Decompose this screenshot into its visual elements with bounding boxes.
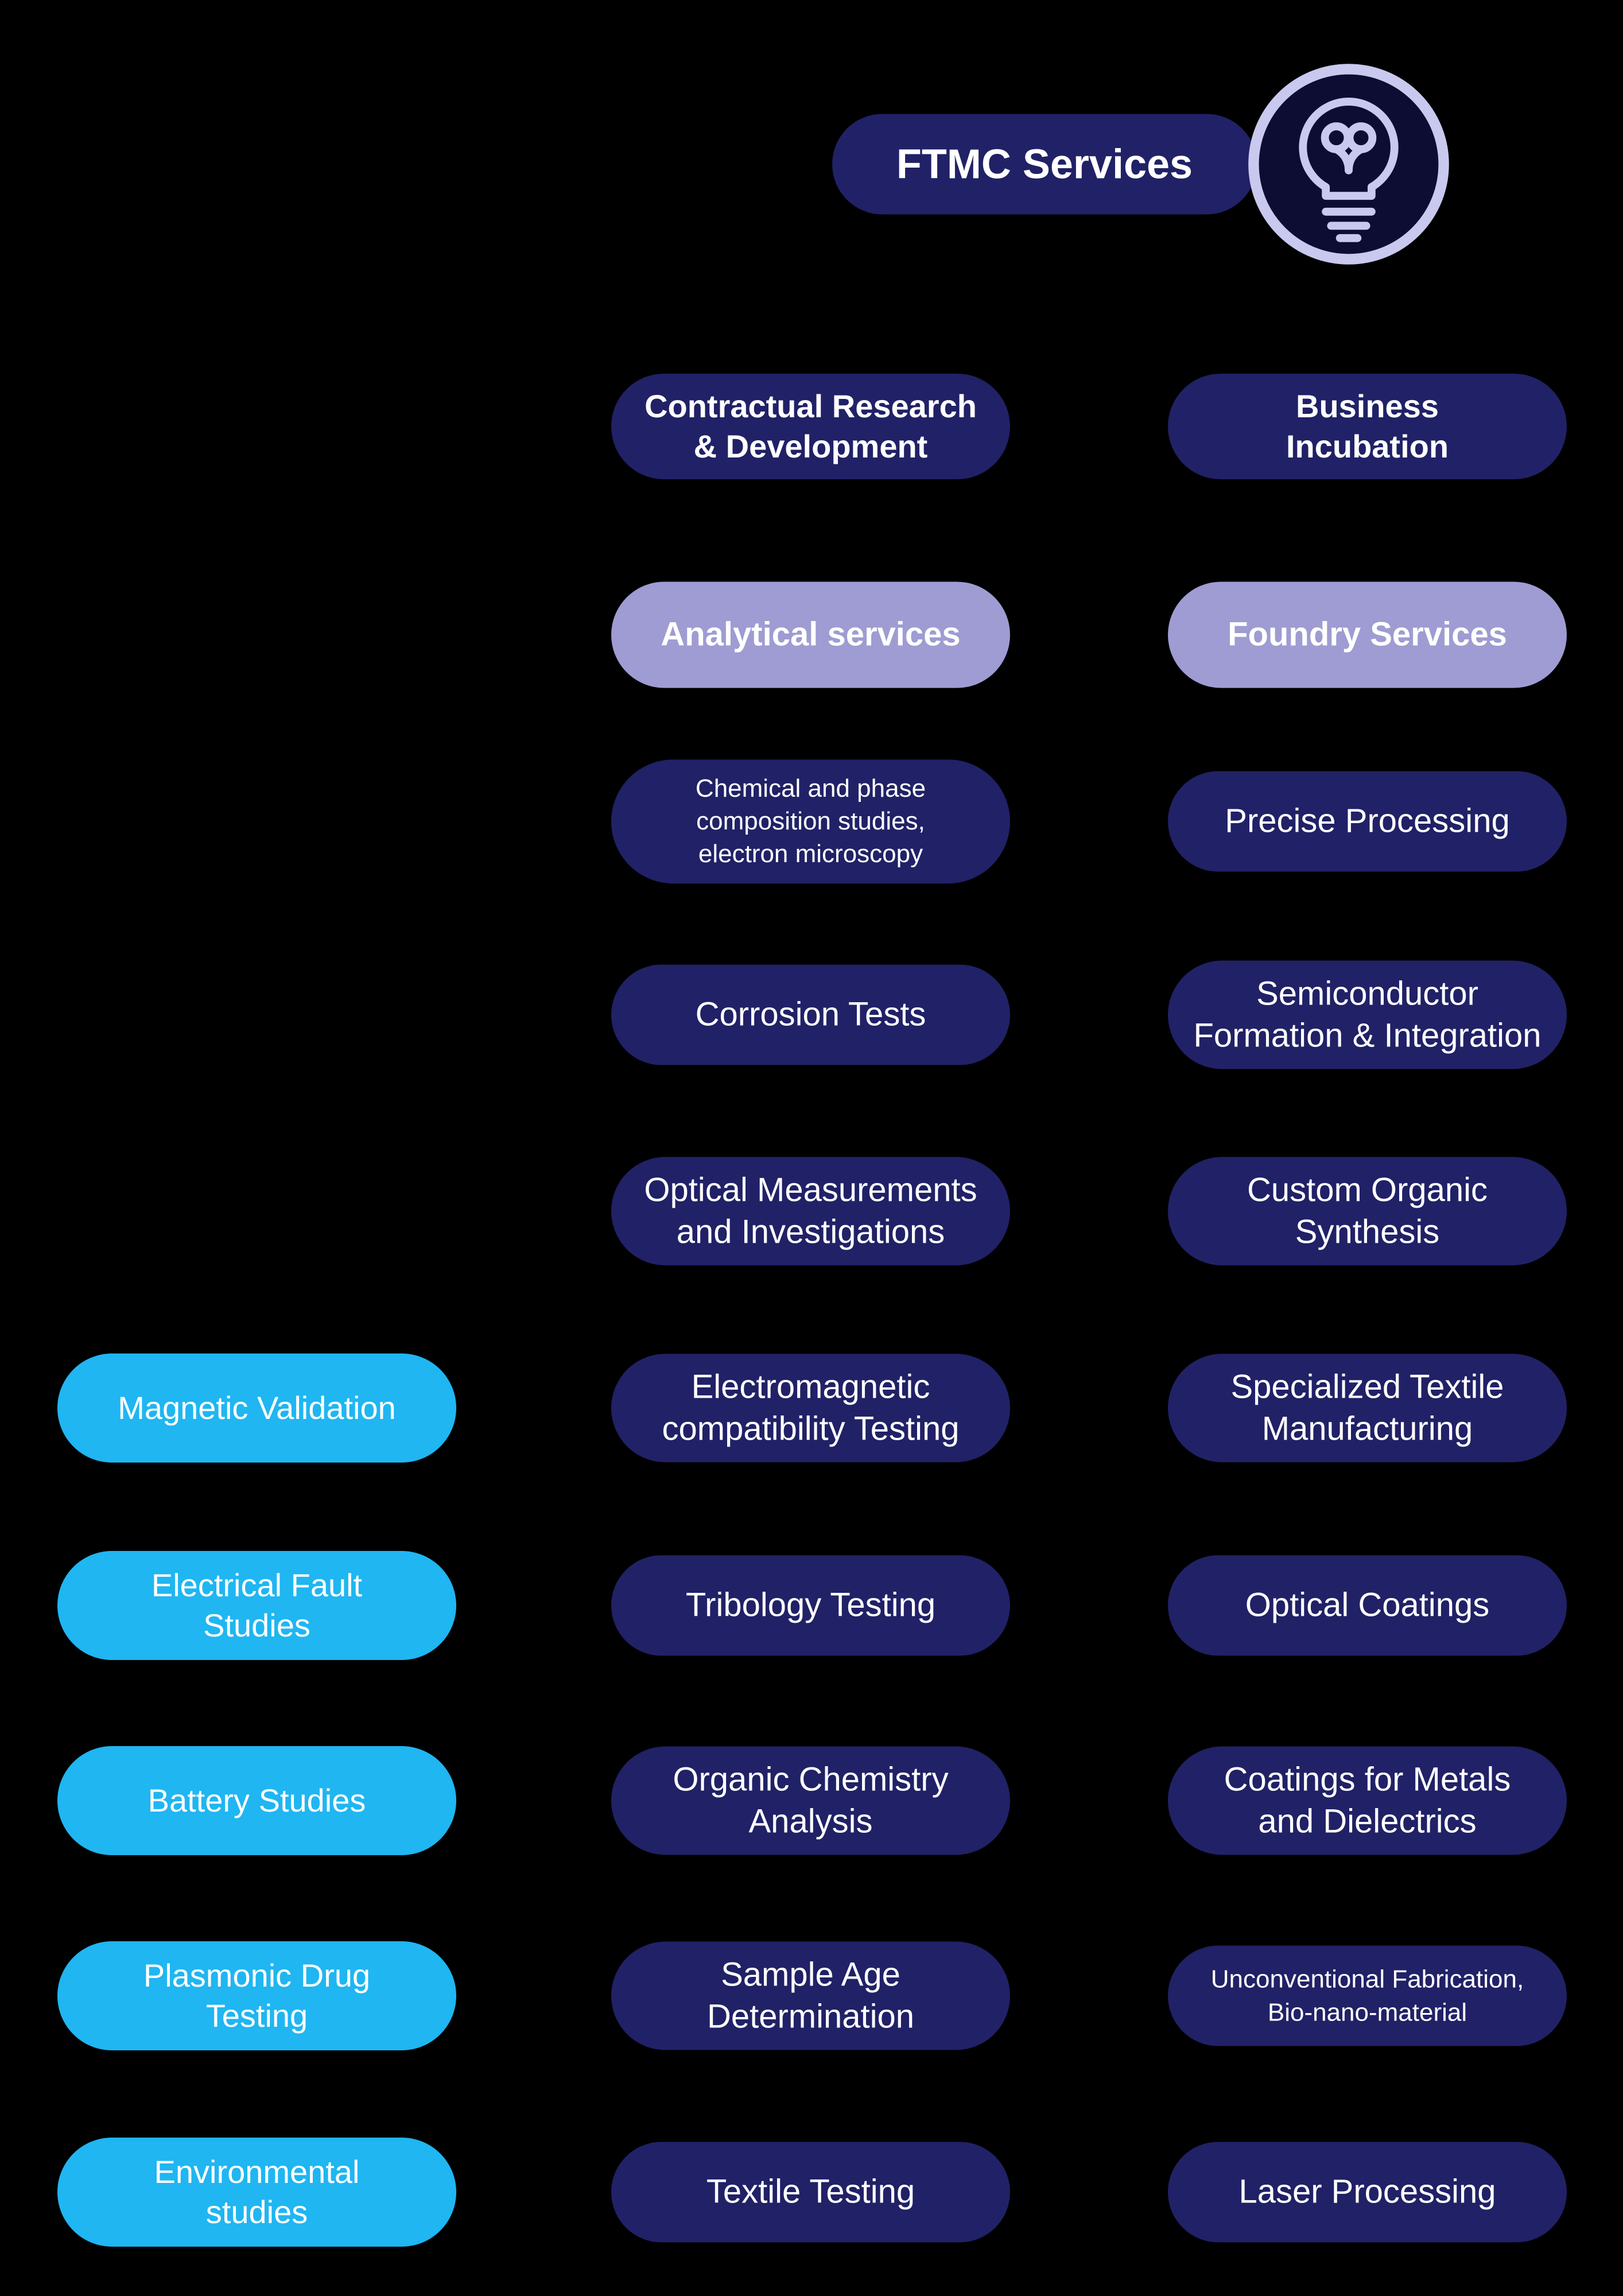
pill-sample-age-determination: Sample Age Determination <box>611 1941 1010 2050</box>
pill-plasmonic-drug-testing: Plasmonic Drug Testing <box>57 1941 456 2050</box>
pill-semiconductor-formation: Semiconductor Formation & Integration <box>1168 960 1567 1069</box>
pill-specialized-textile-manufacturing: Specialized Textile Manufacturing <box>1168 1353 1567 1463</box>
pill-environmental-studies: Environmental studies <box>57 2138 456 2247</box>
pill-magnetic-validation: Magnetic Validation <box>57 1353 456 1463</box>
pill-coatings-metals-dielectrics: Coatings for Metals and Dielectrics <box>1168 1746 1567 1855</box>
pill-electrical-fault-studies: Electrical Fault Studies <box>57 1551 456 1660</box>
pill-tribology-testing: Tribology Testing <box>611 1555 1010 1656</box>
pill-organic-chemistry-analysis: Organic Chemistry Analysis <box>611 1746 1010 1855</box>
pill-unconventional-fabrication: Unconventional Fabrication, Bio-nano-mat… <box>1168 1945 1567 2046</box>
pill-custom-organic-synthesis: Custom Organic Synthesis <box>1168 1157 1567 1266</box>
category-foundry-services: Foundry Services <box>1168 581 1567 688</box>
page-title: FTMC Services <box>896 141 1193 187</box>
pill-optical-measurements: Optical Measurements and Investigations <box>611 1157 1010 1266</box>
title-pill: FTMC Services <box>832 114 1257 215</box>
pill-battery-studies: Battery Studies <box>57 1746 456 1855</box>
header-contractual-rd: Contractual Research & Development <box>611 374 1010 479</box>
pill-optical-coatings: Optical Coatings <box>1168 1555 1567 1656</box>
header-business-incubation: Business Incubation <box>1168 374 1567 479</box>
pill-corrosion-tests: Corrosion Tests <box>611 964 1010 1065</box>
pill-chemical-phase-composition: Chemical and phase composition studies, … <box>611 759 1010 883</box>
pill-emc-testing: Electromagnetic compatibility Testing <box>611 1353 1010 1463</box>
lightbulb-icon <box>1243 59 1454 270</box>
pill-textile-testing: Textile Testing <box>611 2142 1010 2243</box>
pill-precise-processing: Precise Processing <box>1168 771 1567 872</box>
category-analytical-services: Analytical services <box>611 581 1010 688</box>
pill-laser-processing: Laser Processing <box>1168 2142 1567 2243</box>
